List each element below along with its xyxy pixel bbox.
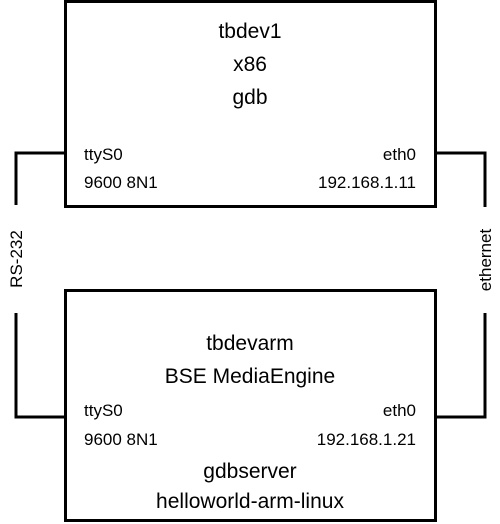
host-ip: 192.168.1.11 (318, 173, 416, 192)
host-serial-port: ttyS0 (84, 145, 123, 164)
target-program: gdbserver (203, 460, 296, 483)
ethernet-link-label: ethernet (476, 229, 495, 292)
ethernet-link-top (436, 151, 487, 207)
serial-link-bottom (14, 313, 65, 419)
host-net-iface: eth0 (383, 145, 416, 164)
host-serial-settings: 9600 8N1 (84, 173, 158, 192)
host-program: gdb (232, 86, 267, 109)
target-ip: 192.168.1.21 (317, 430, 416, 449)
target-board: BSE MediaEngine (165, 365, 335, 388)
ethernet-link-bottom (436, 313, 487, 419)
serial-link-top (14, 151, 65, 205)
target-name: tbdevarm (206, 332, 294, 355)
target-net-iface: eth0 (383, 401, 416, 420)
target-app: helloworld-arm-linux (156, 490, 344, 513)
target-box (64, 289, 437, 522)
host-arch: x86 (233, 53, 267, 76)
host-box (64, 0, 437, 208)
host-name: tbdev1 (218, 20, 281, 43)
target-serial-port: ttyS0 (84, 401, 123, 420)
target-serial-settings: 9600 8N1 (84, 430, 158, 449)
serial-link-label: RS-232 (7, 230, 26, 288)
